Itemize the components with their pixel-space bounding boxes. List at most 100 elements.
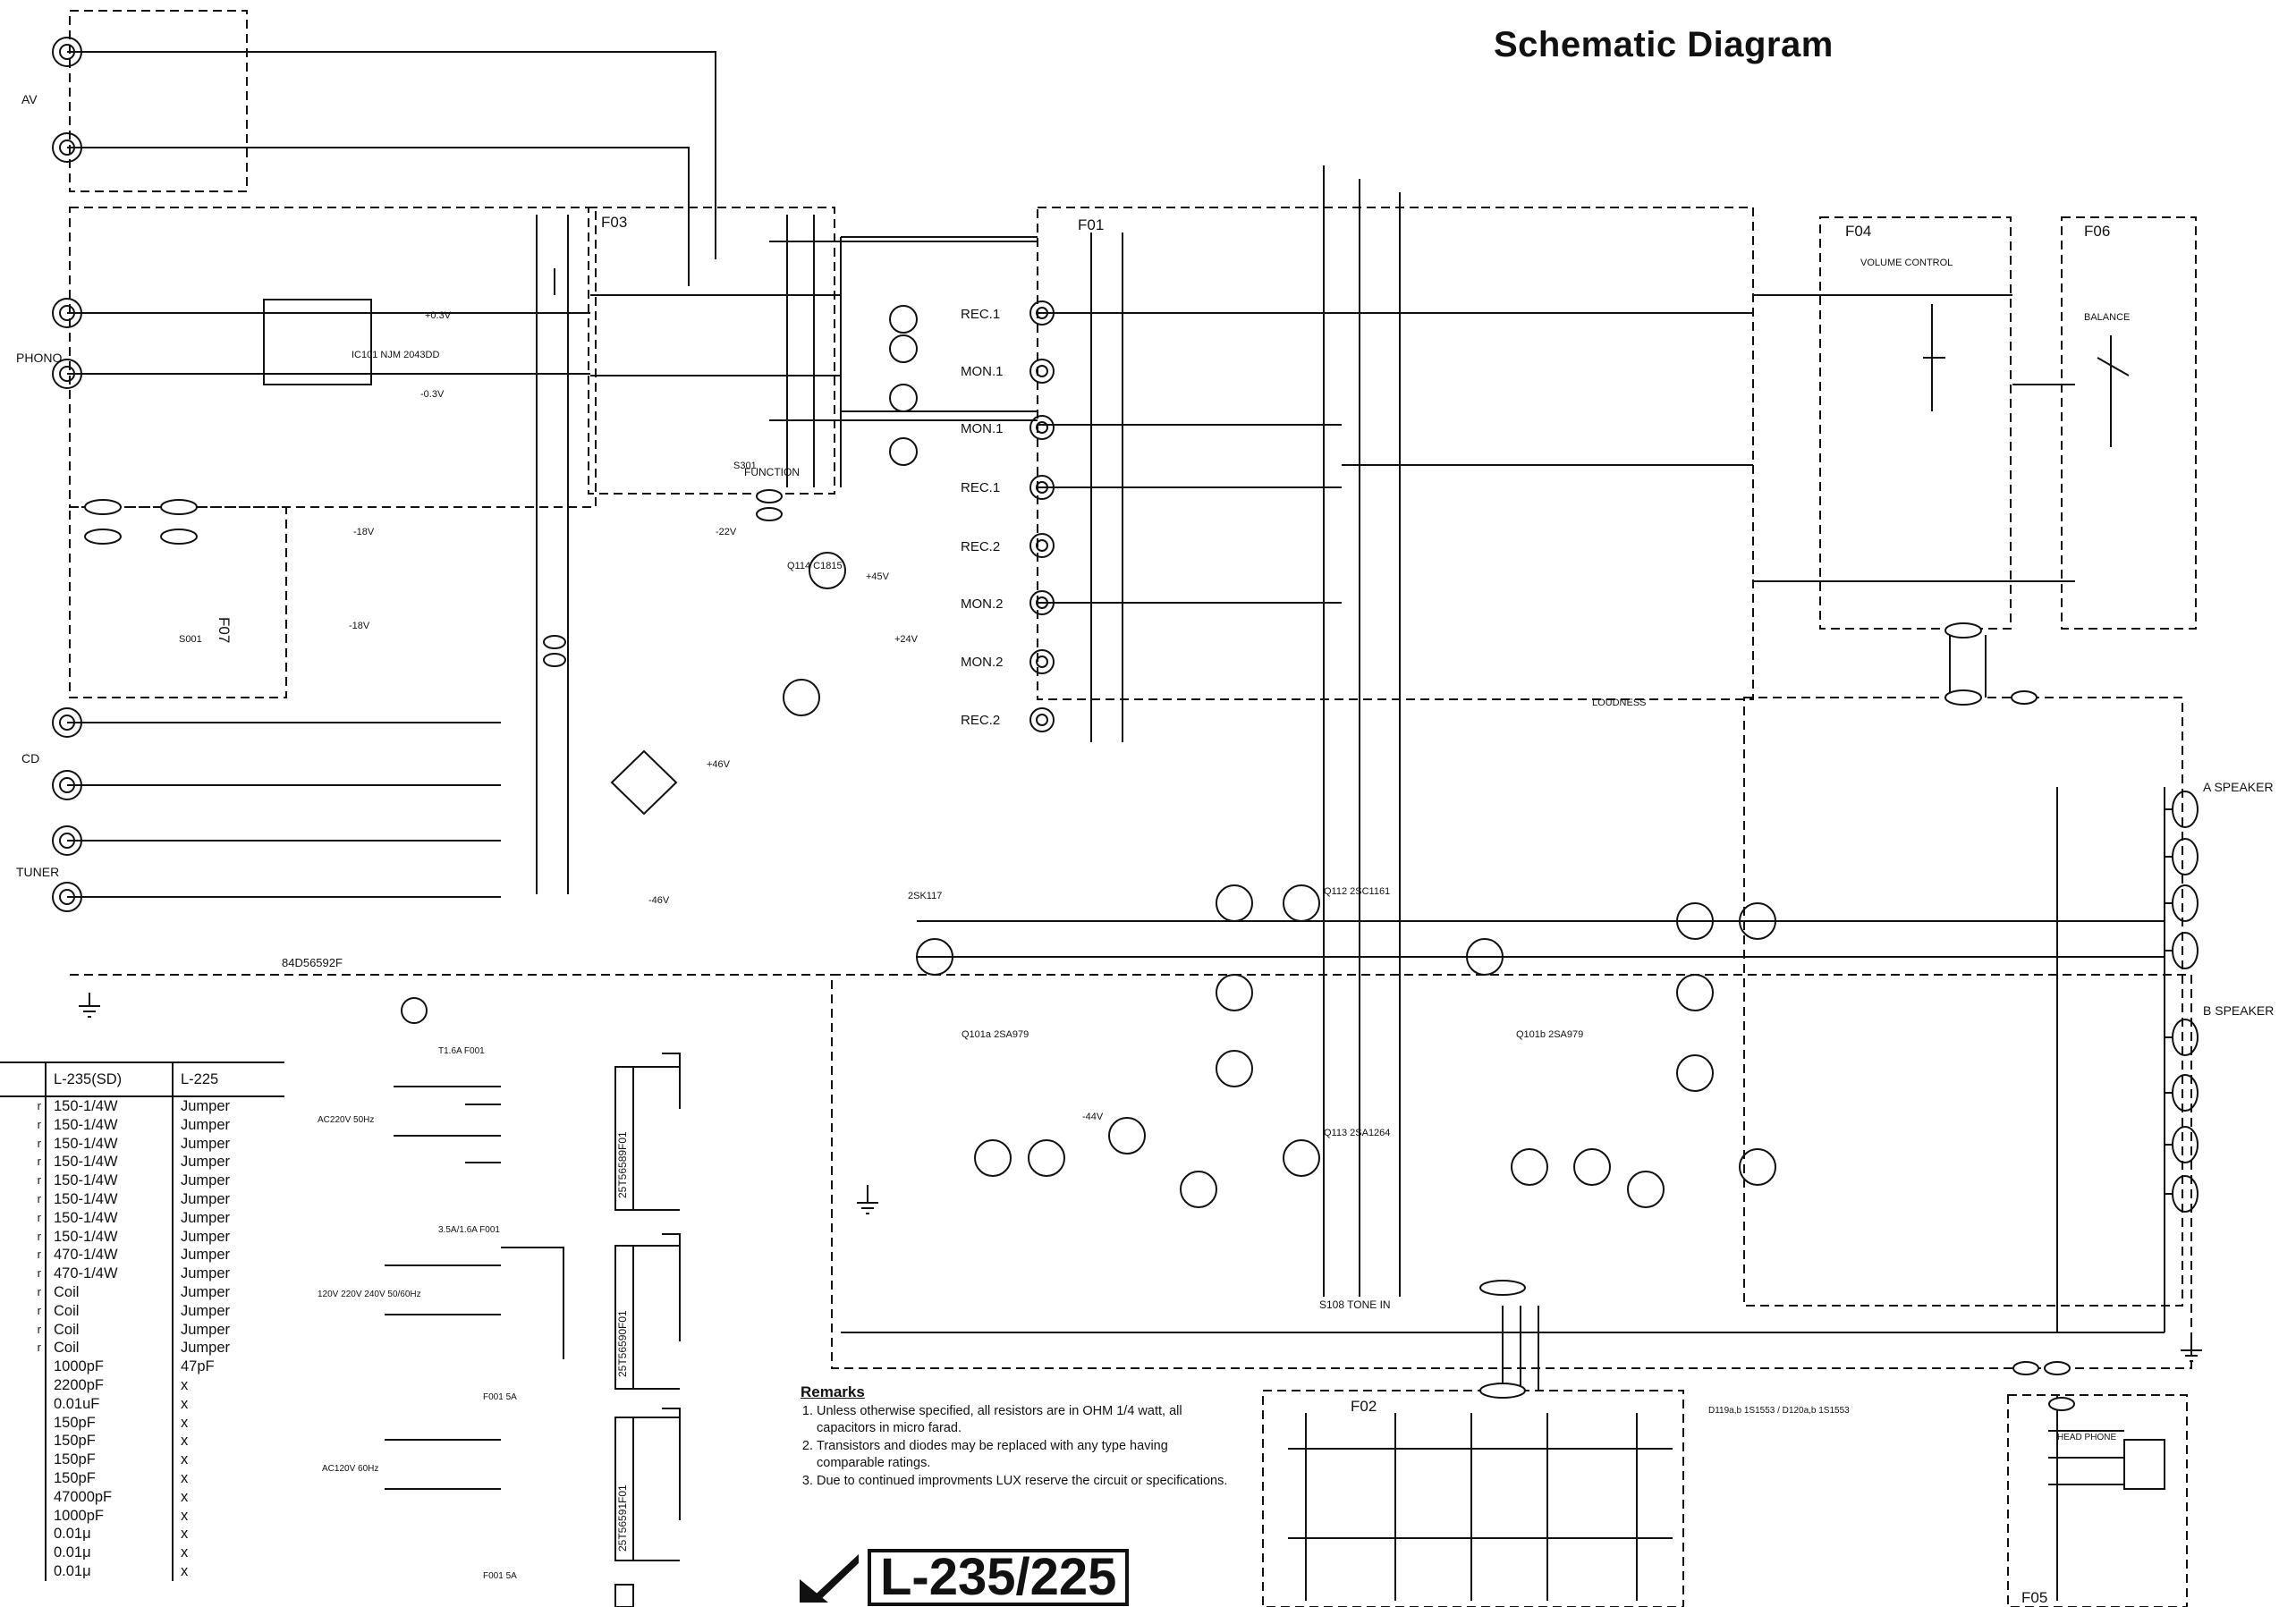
parts-l235-cell: 150-1/4W	[46, 1171, 174, 1190]
rec1b-label: REC.1	[961, 480, 1000, 495]
parts-l235-cell: Coil	[46, 1320, 174, 1340]
label-volume: VOLUME CONTROL	[1860, 258, 1953, 268]
phono-board-outline	[69, 207, 597, 508]
parts-l235-cell: 150pF	[46, 1413, 174, 1433]
signal-buses	[67, 51, 2165, 1391]
parts-ref-cell: r	[0, 1227, 47, 1247]
parts-ref-cell: r	[0, 1320, 47, 1340]
rail-label-5: +24V	[894, 634, 919, 645]
parts-l235-cell: Coil	[46, 1339, 174, 1358]
parts-l235-cell: 150-1/4W	[46, 1208, 174, 1228]
label-function: FUNCTION	[744, 466, 800, 478]
parts-l225-cell: Jumper	[181, 1302, 231, 1319]
parts-l235-cell: 470-1/4W	[46, 1264, 174, 1283]
rec1-label: REC.1	[961, 307, 1000, 322]
block-labels: F03 F01 F04 F06 VOLUME CONTROL BALANCE L…	[216, 214, 2274, 1606]
bridge-rectifier	[610, 749, 678, 816]
rail-label-1: -18V	[353, 527, 375, 537]
rail-label-4: +45V	[866, 571, 890, 582]
component-labels: IC101 NJM 2043DD 84D56592F S301 -18V -18…	[179, 310, 1850, 1581]
parts-l235-cell: Coil	[46, 1282, 174, 1302]
power-switch-lamp	[401, 997, 428, 1024]
f01-board-outline	[1037, 207, 1754, 700]
q101a-label: Q101a 2SA979	[962, 1029, 1029, 1040]
page-title: Schematic Diagram	[1494, 25, 1834, 64]
remarks-list: Unless otherwise specified, all resistor…	[801, 1403, 1239, 1491]
pcb-label-1: 25T56589F01	[616, 1131, 629, 1198]
f02-inner	[1288, 1413, 1673, 1601]
label-f06: F06	[2084, 223, 2110, 240]
parts-ref-cell	[0, 1394, 47, 1414]
remark-item: Transistors and diodes may be replaced w…	[817, 1438, 1239, 1473]
parts-l225-cell: x	[181, 1526, 189, 1543]
rec-mon-labels: REC.1 MON.1 MON.1 REC.1 REC.2 MON.2 MON.…	[961, 307, 1004, 728]
parts-ref-cell: r	[0, 1171, 47, 1190]
parts-l235-cell: 150-1/4W	[46, 1096, 174, 1116]
parts-l225-cell: x	[181, 1507, 189, 1524]
input-jacks	[52, 37, 82, 912]
parts-l225-cell: Jumper	[181, 1154, 231, 1171]
parts-l235-cell: 47000pF	[46, 1487, 174, 1507]
parts-l225-cell: 47pF	[181, 1358, 215, 1375]
power-amp-outline	[831, 974, 2192, 1369]
label-f04: F04	[1845, 223, 1871, 240]
remark-item: Unless otherwise specified, all resistor…	[817, 1403, 1239, 1438]
parts-ref-cell: r	[0, 1246, 47, 1265]
parts-ref-cell: r	[0, 1339, 47, 1358]
av-board-outline	[69, 10, 248, 192]
parts-l235-cell: 150-1/4W	[46, 1153, 174, 1172]
ic101-box	[263, 299, 372, 385]
parts-ref-cell	[0, 1413, 47, 1433]
parts-ref-cell	[0, 1468, 47, 1488]
mains-3: AC120V 60Hz	[322, 1464, 378, 1474]
label-tone-in: S108 TONE IN	[1319, 1298, 1391, 1311]
q113-label: Q113 2SA1264	[1324, 1128, 1390, 1138]
fuse-4: F001 5A	[483, 1571, 517, 1581]
connector-bubbles	[84, 489, 2075, 1411]
input-cd: CD	[21, 751, 39, 765]
parts-l235-cell: 150pF	[46, 1432, 174, 1451]
parts-ref-cell	[0, 1525, 47, 1544]
parts-l235-cell: 150-1/4W	[46, 1189, 174, 1209]
speaker-board-outline	[1743, 697, 2183, 1307]
mon1b-label: MON.1	[961, 421, 1004, 436]
pcb-label-2: 25T56590F01	[616, 1310, 629, 1377]
fuse-2: 3.5A/1.6A F001	[438, 1225, 500, 1235]
parts-header-l235: L-235(SD)	[46, 1063, 174, 1097]
q101b-label: Q101b 2SA979	[1516, 1029, 1583, 1040]
parts-l225-cell: Jumper	[181, 1209, 231, 1226]
parts-l225-cell: Jumper	[181, 1265, 231, 1282]
speaker-terminals	[2165, 791, 2199, 1213]
rail-label-8: -44V	[1082, 1112, 1104, 1122]
input-av: AV	[21, 92, 38, 106]
volume-pot	[1923, 304, 1945, 411]
parts-l235-cell: 1000pF	[46, 1506, 174, 1526]
parts-l235-cell: Coil	[46, 1301, 174, 1321]
parts-ref-cell	[0, 1487, 47, 1507]
rec2-label: REC.2	[961, 539, 1000, 554]
label-f01: F01	[1078, 216, 1104, 233]
parts-l225-cell: Jumper	[181, 1098, 231, 1114]
pilot-lamps	[889, 305, 918, 466]
parts-ref-cell: r	[0, 1134, 47, 1154]
board-outlines	[69, 10, 2197, 1607]
f04-board-outline	[1819, 216, 2012, 630]
parts-ref-cell	[0, 1432, 47, 1451]
label-f02: F02	[1351, 1398, 1377, 1415]
parts-ref-cell	[0, 1375, 47, 1395]
f03-board-outline	[588, 207, 835, 495]
